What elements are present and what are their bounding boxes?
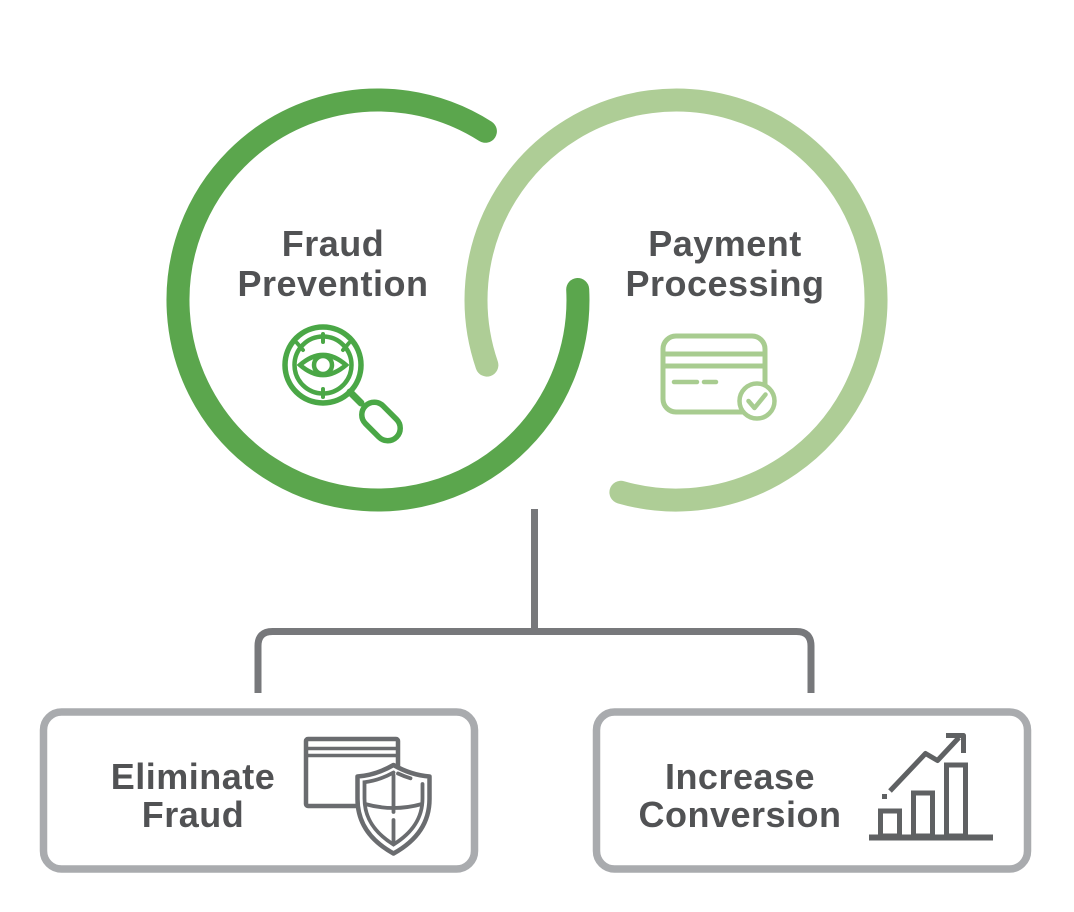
increase-label-line2: Conversion [638, 794, 841, 835]
growth-chart-arrow-icon [869, 733, 993, 841]
fraud-label-line1: Fraud [282, 223, 385, 264]
payment-processing-label: Payment Processing [625, 223, 824, 304]
connector-arms [254, 628, 815, 693]
increase-conversion-box-border [592, 708, 1032, 873]
payment-label-line2: Processing [625, 263, 824, 304]
fraud-label-line2: Prevention [237, 263, 428, 304]
magnifier-eye-icon [282, 324, 403, 444]
increase-conversion-box: Increase Conversion [592, 708, 1032, 873]
window-shield-icon [303, 736, 432, 856]
eliminate-fraud-box: Eliminate Fraud [39, 708, 479, 873]
payment-processing-ring [464, 88, 888, 512]
eliminate-label-line1: Eliminate [111, 756, 276, 797]
fraud-ring-arc [166, 88, 590, 512]
connector-bracket [254, 509, 815, 693]
increase-label-line1: Increase [665, 756, 815, 797]
fraud-prevention-ring [166, 88, 590, 512]
payment-ring-arc [464, 88, 888, 512]
eliminate-label-line2: Fraud [142, 794, 245, 835]
credit-card-check-icon [660, 333, 777, 421]
fraud-prevention-label: Fraud Prevention [237, 223, 428, 304]
payment-label-line1: Payment [648, 223, 802, 264]
